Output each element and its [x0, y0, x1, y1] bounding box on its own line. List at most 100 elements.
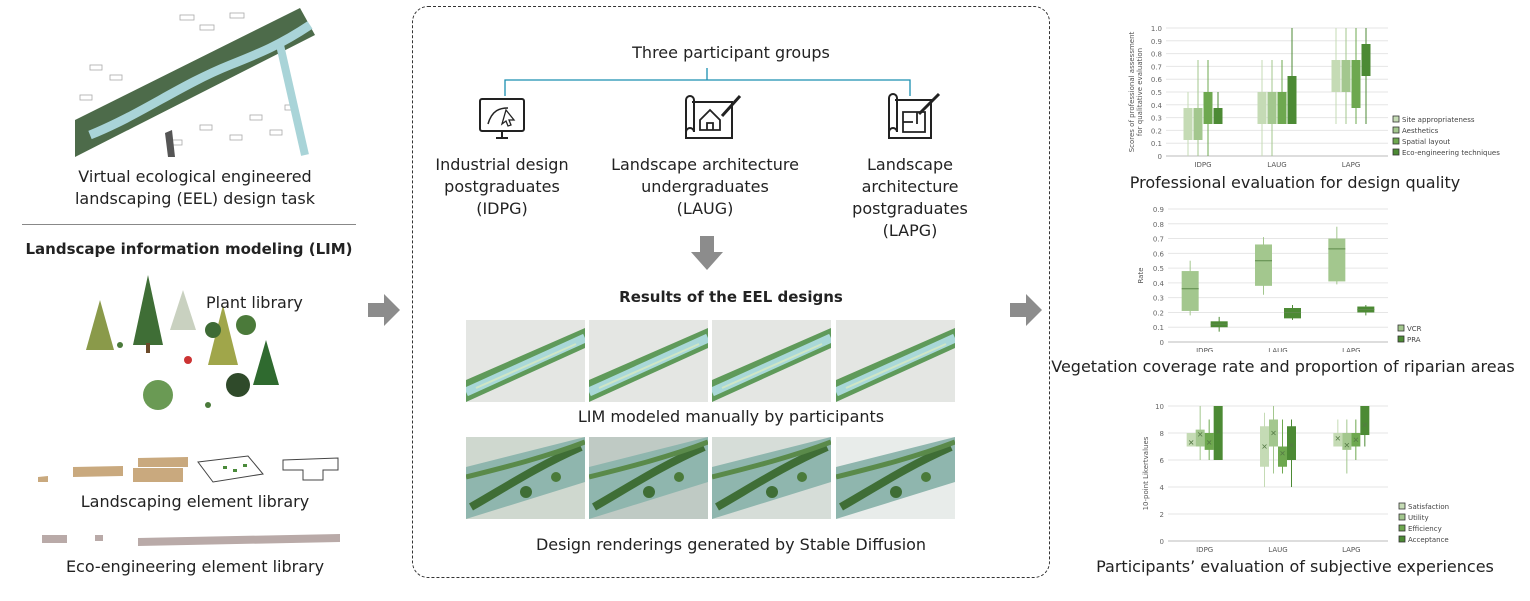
y-axis-label: Rate	[1137, 267, 1145, 283]
y-tick-label: 0.5	[1153, 265, 1164, 273]
box-site-appropriateness	[1183, 108, 1193, 140]
y-axis-label: Scores of professional assessment	[1128, 31, 1136, 152]
y-tick-label: 10	[1155, 403, 1164, 411]
blueprint-pencil-icon	[888, 92, 941, 139]
eco-library-image	[42, 534, 340, 546]
group-idpg: Industrial design postgraduates (IDPG)	[418, 154, 586, 220]
box-satisfaction	[1186, 433, 1196, 447]
x-tick-label: IDPG	[1196, 347, 1213, 352]
y-tick-label: 0	[1160, 339, 1164, 347]
group-label: postgraduates	[852, 199, 968, 218]
lim-model-thumbnail	[712, 320, 831, 402]
group-label: undergraduates	[641, 177, 769, 196]
y-axis-label: 10-point Likertvalues	[1142, 436, 1150, 510]
legend-label: VCR	[1407, 325, 1422, 333]
y-tick-label: 2	[1160, 511, 1164, 519]
y-tick-label: 0.6	[1151, 76, 1163, 84]
legend-label: Utility	[1408, 514, 1429, 522]
rendering-thumbnail	[589, 437, 708, 519]
box-efficiency	[1204, 433, 1214, 450]
group-label: (LAPG)	[882, 221, 938, 240]
mean-marker	[1280, 450, 1285, 456]
legend-swatch	[1392, 115, 1400, 123]
y-tick-label: 0	[1158, 153, 1162, 161]
legend-swatch	[1392, 126, 1400, 134]
monitor-pen-icon	[479, 98, 525, 139]
blueprint-house-icon	[685, 94, 742, 139]
x-tick-label: LAUG	[1268, 546, 1287, 552]
lim-model-thumbnail	[836, 320, 955, 402]
y-tick-label: 0.6	[1153, 250, 1165, 258]
box-site-appropriateness	[1257, 92, 1267, 124]
group-laug: Landscape architecture undergraduates (L…	[600, 154, 810, 220]
render-caption: Design renderings generated by Stable Di…	[535, 535, 927, 554]
box-site-appropriateness	[1331, 60, 1341, 92]
box-pra	[1284, 308, 1301, 319]
box-eco-engineering-techniques	[1213, 108, 1223, 124]
legend-swatch	[1392, 137, 1400, 145]
group-label: (IDPG)	[476, 199, 528, 218]
rendering-thumbnail	[836, 437, 955, 519]
group-label: (LAUG)	[676, 199, 734, 218]
lim-title: Landscape information modeling (LIM)	[25, 240, 353, 258]
participant-panel	[412, 6, 1050, 578]
legend-swatch	[1398, 535, 1406, 543]
chart1-caption: Professional evaluation for design quali…	[1129, 173, 1461, 192]
y-tick-label: 0.9	[1151, 38, 1162, 46]
y-tick-label: 0	[1160, 538, 1164, 546]
y-tick-label: 0.9	[1153, 206, 1164, 214]
box-efficiency	[1278, 446, 1287, 467]
y-tick-label: 0.8	[1151, 51, 1162, 59]
divider	[22, 224, 356, 225]
lim-caption: LIM modeled manually by participants	[577, 407, 885, 426]
lim-model-thumbnail	[589, 320, 708, 402]
box-utility	[1342, 433, 1352, 450]
box-satisfaction	[1333, 433, 1343, 447]
landscaping-library-label: Landscaping element library	[80, 492, 310, 511]
results-title: Results of the EEL designs	[619, 288, 843, 306]
y-tick-label: 0.8	[1153, 221, 1164, 229]
mean-marker	[1335, 436, 1341, 441]
legend-swatch	[1398, 502, 1406, 510]
caption-line: landscaping (EEL) design task	[74, 189, 315, 208]
box-spatial-layout	[1203, 92, 1213, 124]
landscaping-library-image	[38, 455, 339, 483]
box-acceptance	[1287, 426, 1296, 460]
legend-swatch	[1392, 148, 1400, 156]
eco-library-label: Eco-engineering element library	[65, 557, 325, 576]
y-tick-label: 0.1	[1153, 324, 1164, 332]
rendering-thumbnail	[712, 437, 831, 519]
mean-marker	[1271, 430, 1276, 436]
box-utility	[1195, 429, 1205, 447]
group-label: architecture	[861, 177, 959, 196]
group-lapg: Landscape architecture postgraduates (LA…	[840, 154, 980, 242]
plant-library-label: Plant library	[206, 293, 303, 312]
y-tick-label: 0.3	[1151, 115, 1162, 123]
rendering-thumbnail	[466, 437, 585, 519]
site-plan-image	[70, 5, 320, 157]
group-label: Industrial design	[435, 155, 569, 174]
box-aesthetics	[1341, 60, 1351, 92]
x-tick-label: LAUG	[1268, 347, 1287, 352]
legend-swatch	[1397, 324, 1405, 332]
chart2-caption: Vegetation coverage rate and proportion …	[1051, 357, 1515, 376]
mean-marker	[1344, 442, 1350, 448]
mean-marker	[1206, 440, 1212, 445]
legend-label: Site appropriateness	[1402, 116, 1475, 124]
box-aesthetics	[1193, 108, 1203, 140]
x-tick-label: LAPG	[1342, 546, 1361, 552]
x-tick-label: IDPG	[1196, 546, 1213, 552]
legend-swatch	[1397, 335, 1405, 343]
legend-label: Satisfaction	[1408, 503, 1449, 511]
y-tick-label: 0.1	[1151, 140, 1162, 148]
group-label: Landscape architecture	[611, 155, 799, 174]
mean-marker	[1262, 444, 1267, 449]
y-tick-label: 4	[1160, 484, 1165, 492]
box-eco-engineering-techniques	[1361, 44, 1371, 76]
mean-marker	[1188, 440, 1194, 445]
groups-title: Three participant groups	[632, 43, 830, 62]
